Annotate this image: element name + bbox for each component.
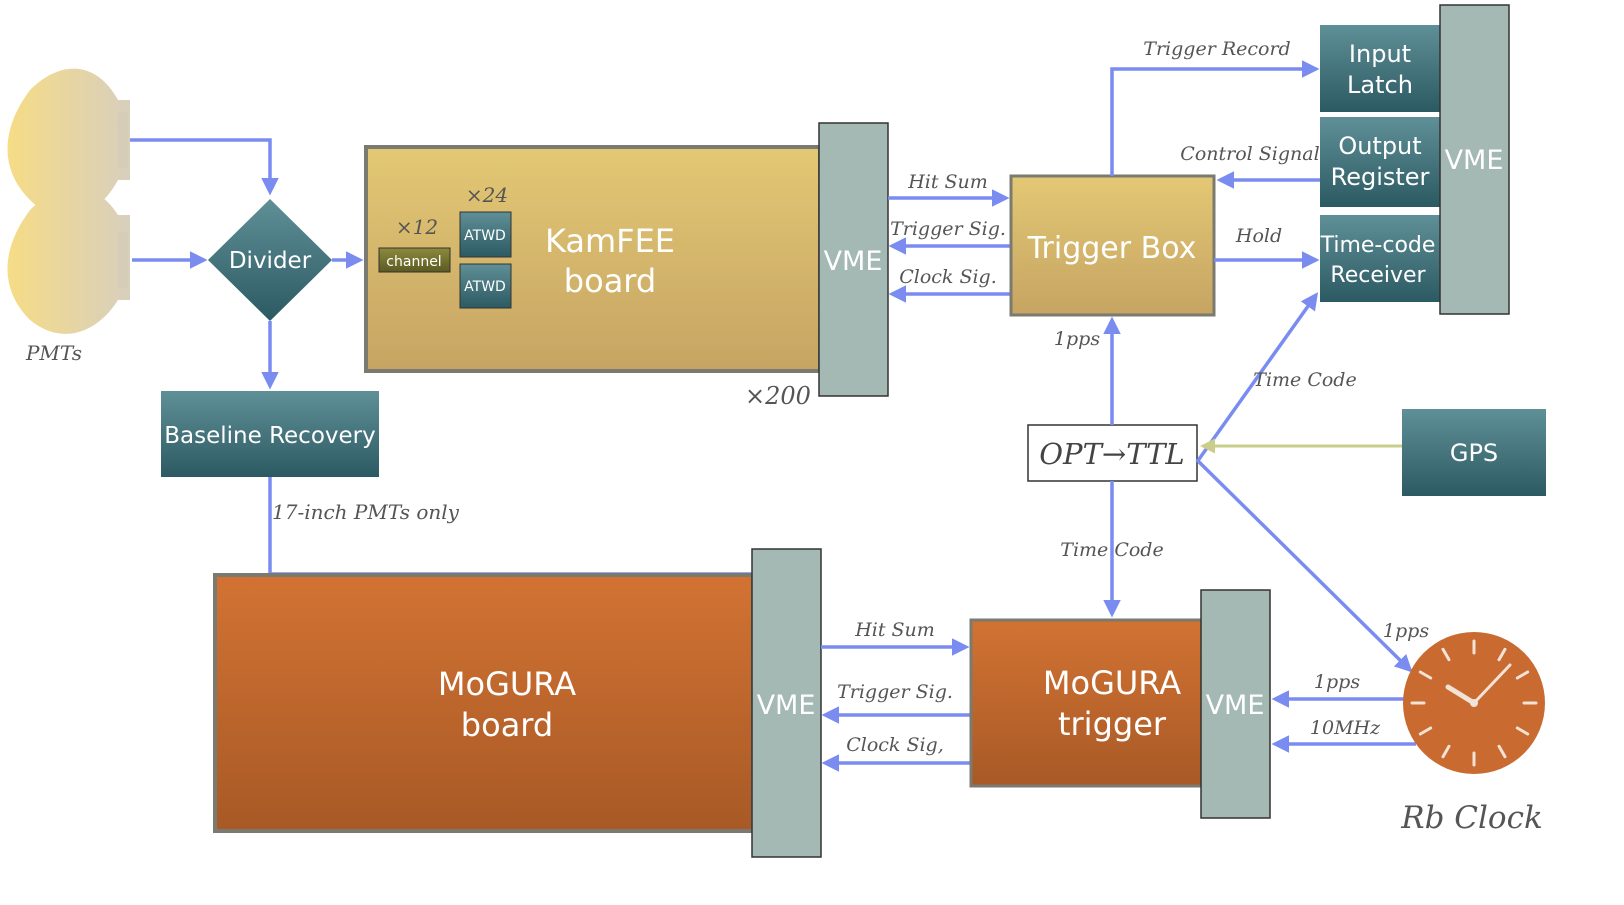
pmt1-to-divider-arrow	[130, 138, 279, 196]
timecode-receiver-box: Time-code Receiver	[1320, 215, 1440, 302]
trigger-record-label: Trigger Record	[1143, 38, 1290, 60]
output-register-box: Output Register	[1320, 117, 1440, 207]
gps-box: GPS	[1402, 409, 1546, 496]
trigger-sig-bottom-label: Trigger Sig.	[837, 681, 953, 703]
mogura-trigger-label-line1: MoGURA	[1043, 664, 1181, 702]
divider-label: Divider	[229, 248, 312, 274]
vme-mogura-trigger: VME	[1200, 589, 1271, 819]
x200-label: ×200	[745, 382, 811, 410]
clock-sig-bottom-label: Clock Sig,	[846, 734, 944, 756]
hold-label: Hold	[1235, 225, 1282, 247]
mogura-board: MoGURA board	[213, 573, 755, 833]
vme-kamfee-label: VME	[824, 246, 883, 277]
input-latch-label-line2: Latch	[1347, 71, 1413, 99]
time-code-to-receiver-arrow	[1195, 292, 1319, 464]
channel-label: channel	[386, 254, 441, 270]
pmt-bulb-icon	[7, 68, 130, 218]
mogura-trigger-label-line2: trigger	[1058, 705, 1167, 743]
x12-label: ×12	[396, 215, 438, 239]
pps-top-label: 1pps	[1054, 328, 1100, 350]
pps-clock-label: 1pps	[1314, 671, 1360, 693]
x24-label: ×24	[466, 183, 508, 207]
pps-diag-label: 1pps	[1383, 620, 1429, 642]
pmt-bulb-icon	[7, 188, 130, 334]
input-latch-box: Input Latch	[1320, 25, 1440, 112]
opt-ttl-label: OPT→TTL	[1039, 437, 1184, 471]
control-signal-label: Control Signal	[1180, 143, 1319, 165]
trigger-sig-top-label: Trigger Sig.	[890, 218, 1006, 240]
mogura-board-label-line1: MoGURA	[438, 665, 576, 703]
gps-label: GPS	[1450, 439, 1498, 467]
output-register-label-line1: Output	[1338, 132, 1421, 160]
pmts-label: PMTs	[25, 341, 82, 365]
trigger-record-arrow	[1110, 60, 1320, 176]
vme-mogura-board: VME	[751, 548, 822, 858]
pmt17-only-label: 17-inch PMTs only	[272, 500, 460, 524]
clock-sig-top-label: Clock Sig.	[899, 266, 997, 288]
trigger-box-label: Trigger Box	[1027, 231, 1197, 266]
vme-right-label: VME	[1445, 145, 1504, 176]
atwd-label-1: ATWD	[464, 228, 506, 244]
hit-sum-bottom-label: Hit Sum	[854, 619, 935, 641]
opt-ttl-box: OPT→TTL	[1027, 424, 1198, 482]
input-latch-label-line1: Input	[1349, 40, 1411, 68]
kamfee-label-line2: board	[564, 262, 656, 300]
baseline-to-mogura-line	[268, 477, 752, 576]
vme-mogura-board-label: VME	[757, 690, 816, 721]
time-code-right-label: Time Code	[1253, 369, 1356, 391]
mogura-board-label-line2: board	[461, 706, 553, 744]
clock-icon	[1403, 632, 1545, 774]
baseline-recovery-box: Baseline Recovery	[161, 391, 379, 477]
timecode-receiver-label-line1: Time-code	[1320, 233, 1436, 258]
trigger-box: Trigger Box	[1009, 174, 1216, 317]
mhz10-label: 10MHz	[1310, 717, 1381, 739]
time-code-down-label: Time Code	[1060, 539, 1163, 561]
baseline-recovery-label: Baseline Recovery	[164, 423, 375, 449]
mogura-trigger: MoGURA trigger	[969, 618, 1204, 788]
pps-to-rb-clock-arrow	[1195, 458, 1413, 673]
output-register-label-line2: Register	[1331, 163, 1430, 191]
vme-kamfee: VME	[818, 122, 889, 397]
hit-sum-top-label: Hit Sum	[907, 171, 988, 193]
kamfee-label-line1: KamFEE	[545, 222, 675, 260]
divider-node: Divider	[208, 199, 332, 321]
atwd-box-1: ATWD	[459, 211, 512, 258]
atwd-box-2: ATWD	[459, 263, 512, 309]
channel-box: channel	[378, 247, 451, 273]
vme-mogura-trigger-label: VME	[1206, 690, 1265, 721]
timecode-receiver-label-line2: Receiver	[1330, 263, 1426, 288]
vme-right: VME	[1439, 4, 1510, 315]
atwd-label-2: ATWD	[464, 279, 506, 295]
rb-clock-label: Rb Clock	[1400, 800, 1542, 836]
